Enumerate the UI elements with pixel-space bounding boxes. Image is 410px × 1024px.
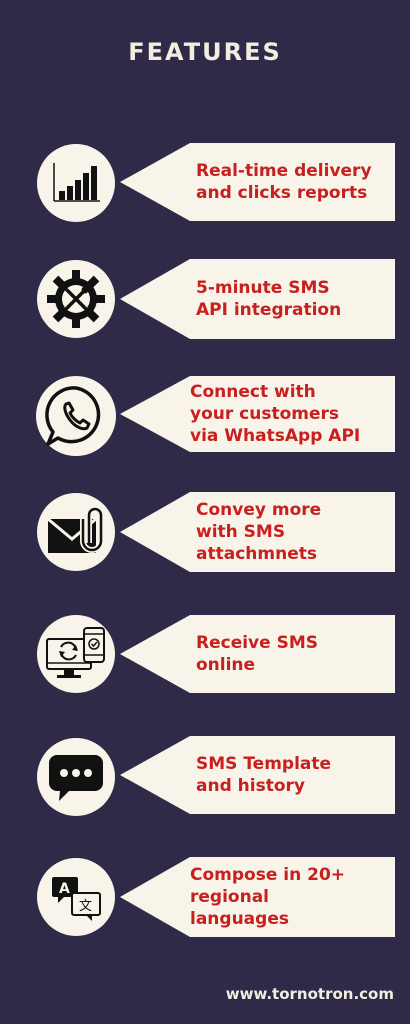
feature-icon-circle [36,376,116,456]
svg-text:文: 文 [79,899,92,914]
feature-card: Receive SMS online [120,615,395,693]
envelope-paperclip-icon [47,506,104,553]
chat-bubble-icon [49,755,103,801]
feature-text: Receive SMS online [196,633,318,675]
feature-card: SMS Template and history [120,736,395,814]
feature-text: SMS Template and history [196,754,332,796]
feature-row-api-integration: 5-minute SMS API integration [0,259,410,339]
feature-text: Connect with your customers via WhatsApp… [190,382,361,446]
feature-text: Compose in 20+ regional languages [190,865,346,929]
feature-text: 5-minute SMS API integration [196,278,342,320]
monitor-phone-sync-icon [46,627,105,678]
feature-icon-circle: A 文 [37,858,115,936]
feature-row-regional-languages: A 文 Compose in 20+ regional languages [0,857,410,937]
whatsapp-icon [45,386,101,446]
feature-row-attachments: Convey more with SMS attachmnets [0,492,410,572]
feature-card: Compose in 20+ regional languages [120,857,395,937]
page-title: FEATURES [128,38,282,66]
bar-chart-icon [53,163,100,202]
feature-text: Real-time delivery and clicks reports [196,161,372,203]
feature-card: Connect with your customers via WhatsApp… [120,376,395,452]
feature-icon-circle [37,260,115,338]
feature-row-realtime-reports: Real-time delivery and clicks reports [0,143,410,222]
translate-icon: A 文 [52,877,101,921]
feature-row-whatsapp: Connect with your customers via WhatsApp… [0,376,410,456]
gear-tools-icon [47,270,105,328]
feature-card: 5-minute SMS API integration [120,259,395,339]
feature-row-receive-sms: Receive SMS online [0,615,410,693]
feature-icon-circle [37,144,115,222]
feature-icon-circle [37,615,115,693]
feature-text: Convey more with SMS attachmnets [196,500,322,564]
website-url[interactable]: www.tornotron.com [225,985,394,1003]
feature-icon-circle [37,738,115,816]
feature-card: Real-time delivery and clicks reports [120,143,395,221]
feature-row-template-history: SMS Template and history [0,736,410,816]
feature-card: Convey more with SMS attachmnets [120,492,395,572]
feature-icon-circle [37,493,115,571]
svg-text:A: A [59,881,70,897]
